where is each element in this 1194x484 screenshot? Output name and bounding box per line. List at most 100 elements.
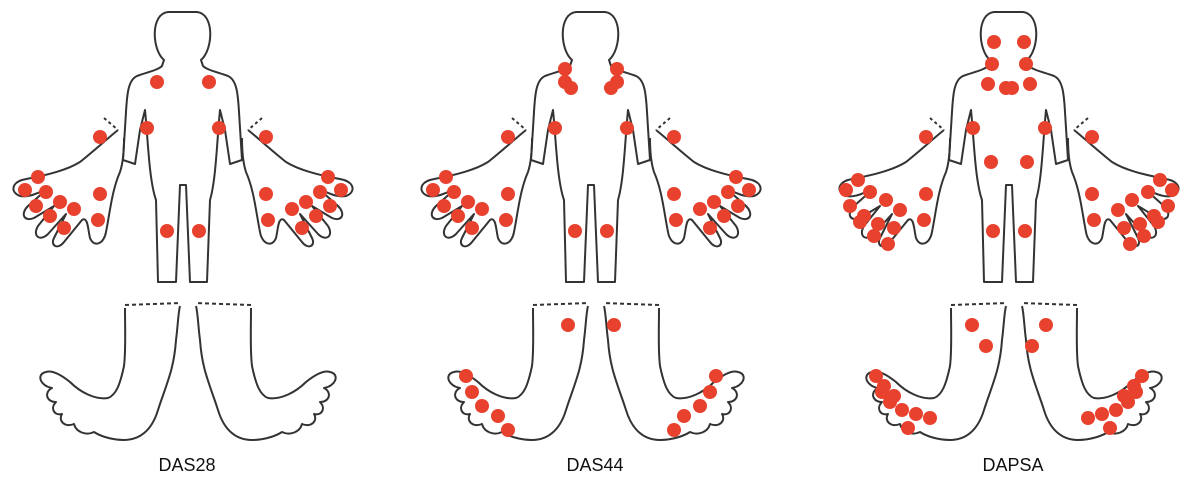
joint-marker — [729, 170, 743, 184]
joint-marker — [985, 57, 999, 71]
label-das44: DAS44 — [525, 455, 665, 476]
joint-marker — [1020, 155, 1034, 169]
left-foot-outline — [40, 306, 180, 440]
joint-marker — [965, 318, 979, 332]
joint-marker — [901, 421, 915, 435]
joint-marker — [853, 215, 867, 229]
joint-marker — [667, 130, 681, 144]
joint-marker — [1141, 185, 1155, 199]
joint-marker — [259, 130, 273, 144]
joint-marker — [491, 409, 505, 423]
joint-marker — [451, 209, 465, 223]
joint-marker — [501, 130, 515, 144]
joint-marker — [986, 224, 1000, 238]
joint-marker — [1025, 339, 1039, 353]
joint-marker — [1019, 57, 1033, 71]
joint-marker — [981, 77, 995, 91]
right-wrist-cut — [1074, 118, 1088, 130]
joint-marker — [1121, 395, 1135, 409]
joint-marker — [917, 213, 931, 227]
left-wrist-cut — [930, 118, 944, 130]
joint-marker — [53, 195, 67, 209]
joint-marker — [93, 130, 107, 144]
joint-marker — [667, 423, 681, 437]
joint-marker — [261, 213, 275, 227]
right-ankle-cut — [196, 303, 251, 305]
joint-marker — [1153, 173, 1167, 187]
joint-marker — [919, 187, 933, 201]
joint-marker — [881, 237, 895, 251]
joint-marker — [883, 395, 897, 409]
joint-marker — [923, 411, 937, 425]
joint-marker — [1085, 130, 1099, 144]
joint-marker — [1161, 199, 1175, 213]
joint-marker — [863, 185, 877, 199]
figure-dapsa — [839, 12, 1179, 440]
joint-marker — [1038, 121, 1052, 135]
joint-marker — [29, 199, 43, 213]
joint-marker — [439, 170, 453, 184]
joint-marker — [851, 173, 865, 187]
joint-marker — [979, 339, 993, 353]
right-foot-outline — [196, 306, 336, 440]
joint-marker — [1109, 403, 1123, 417]
left-ankle-cut — [533, 303, 588, 305]
joint-marker — [604, 81, 618, 95]
joint-marker — [839, 183, 853, 197]
joint-marker — [919, 130, 933, 144]
joint-marker — [447, 185, 461, 199]
joint-marker — [564, 81, 578, 95]
joint-marker — [461, 195, 475, 209]
joint-marker — [18, 183, 32, 197]
joint-marker — [43, 209, 57, 223]
joint-marker — [620, 121, 634, 135]
joint-marker — [437, 199, 451, 213]
joint-marker — [285, 202, 299, 216]
joint-marker — [966, 121, 980, 135]
left-wrist-cut — [512, 118, 526, 130]
label-dapsa: DAPSA — [943, 455, 1083, 476]
joint-marker — [1137, 229, 1151, 243]
joint-markers — [839, 35, 1179, 435]
joint-marker — [703, 385, 717, 399]
joint-marker — [1133, 217, 1147, 231]
joint-marker — [1087, 213, 1101, 227]
joint-marker — [334, 183, 348, 197]
joint-marker — [1017, 35, 1031, 49]
body-outline — [949, 12, 1068, 282]
label-das28: DAS28 — [117, 455, 257, 476]
joint-marker — [192, 224, 206, 238]
joint-marker — [548, 121, 562, 135]
joint-marker — [1081, 411, 1095, 425]
right-ankle-cut — [604, 303, 659, 305]
joint-marker — [703, 221, 717, 235]
joint-marker — [893, 203, 907, 217]
joint-marker — [693, 399, 707, 413]
joint-marker — [1111, 203, 1125, 217]
right-foot-outline — [604, 306, 744, 440]
left-ankle-cut — [951, 303, 1006, 305]
joint-marker — [693, 202, 707, 216]
joint-marker — [212, 121, 226, 135]
joint-marker — [879, 193, 893, 207]
right-ankle-cut — [1022, 303, 1077, 305]
joint-marker — [1095, 407, 1109, 421]
joint-marker — [742, 183, 756, 197]
joint-marker — [610, 62, 624, 76]
joint-marker — [1123, 237, 1137, 251]
joint-marker — [499, 213, 513, 227]
joint-marker — [93, 187, 107, 201]
joint-marker — [150, 75, 164, 89]
body-outline — [531, 12, 650, 282]
joint-marker — [867, 229, 881, 243]
joint-marker — [465, 221, 479, 235]
left-ankle-cut — [125, 303, 180, 305]
joint-marker — [1151, 215, 1165, 229]
joint-markers — [18, 75, 348, 238]
joint-marker — [57, 221, 71, 235]
right-foot — [196, 303, 336, 440]
joint-marker — [299, 195, 313, 209]
joint-marker — [309, 209, 323, 223]
joint-marker — [459, 369, 473, 383]
